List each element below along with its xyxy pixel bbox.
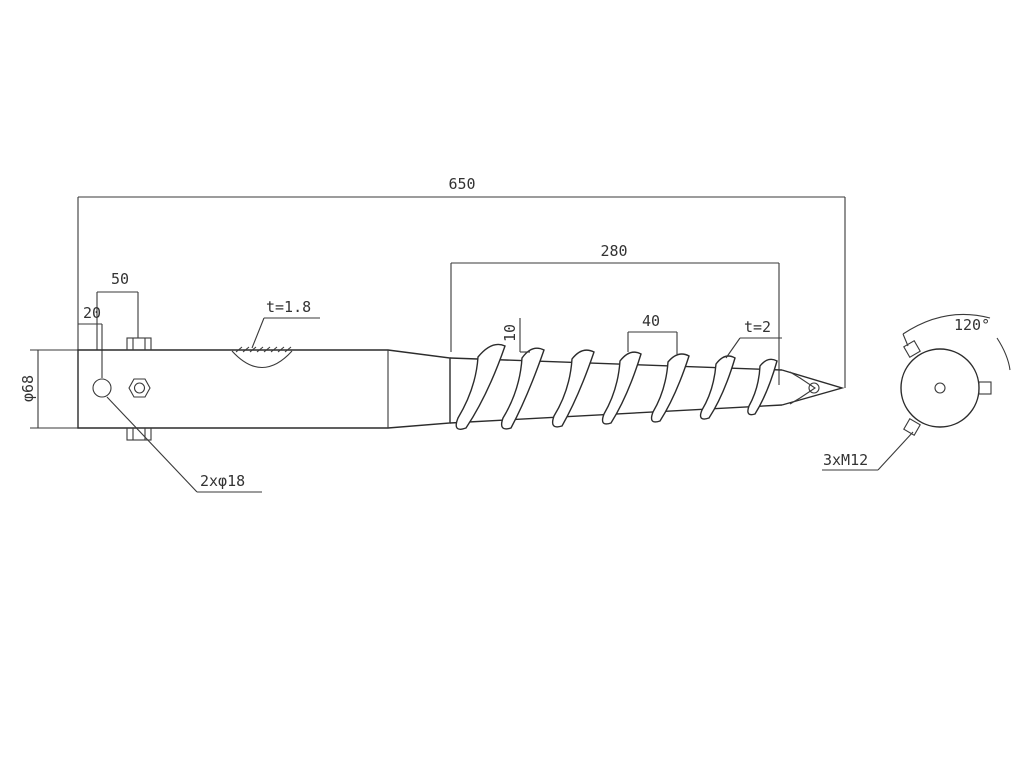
dimension-label-280: 280 <box>600 242 627 260</box>
dimension-label-t2: t=2 <box>744 318 771 336</box>
dimension-bolts: 3xM12 <box>822 431 914 471</box>
dimension-flight-thickness: t=2 <box>725 318 782 359</box>
end-view: 120° <box>900 313 1011 436</box>
dimension-label-2xphi18: 2xφ18 <box>200 472 245 490</box>
end-view-center-hole <box>934 382 946 394</box>
dimension-label-40: 40 <box>642 312 660 330</box>
dimension-label-phi68: φ68 <box>19 375 37 402</box>
bolt-top <box>126 337 152 351</box>
dimension-diameter: φ68 <box>19 349 78 429</box>
dimension-flight-height: 10 <box>501 318 530 353</box>
weld-hatch <box>235 346 292 353</box>
dimension-label-50: 50 <box>111 270 129 288</box>
dimension-hole-offset: 20 <box>78 304 103 378</box>
bolt-bottom <box>126 427 152 441</box>
end-view-bolt-top <box>903 340 921 358</box>
dimension-label-10: 10 <box>501 324 519 342</box>
end-view-bolt-bottom <box>903 418 921 436</box>
end-view-bolt-right <box>978 381 992 395</box>
dimension-label-20: 20 <box>83 304 101 322</box>
tip-hole <box>808 382 820 394</box>
hex-nut-front <box>128 378 151 398</box>
pipe-body <box>77 346 451 429</box>
dimension-pitch: 40 <box>627 312 678 354</box>
dimension-holes: 2xφ18 <box>106 396 262 493</box>
dimension-thread-length: 280 <box>450 242 780 385</box>
dimension-label-3xm12: 3xM12 <box>823 451 868 469</box>
dimension-label-650: 650 <box>448 175 475 193</box>
screw-flights <box>455 343 778 430</box>
dimension-collar-offset: 50 <box>96 270 139 350</box>
dimension-total-length: 650 <box>77 175 846 388</box>
dimension-label-120deg: 120° <box>954 316 990 334</box>
dimension-wall-thickness: t=1.8 <box>251 298 320 349</box>
dimension-label-t18: t=1.8 <box>266 298 311 316</box>
pipe-hole <box>92 378 112 398</box>
